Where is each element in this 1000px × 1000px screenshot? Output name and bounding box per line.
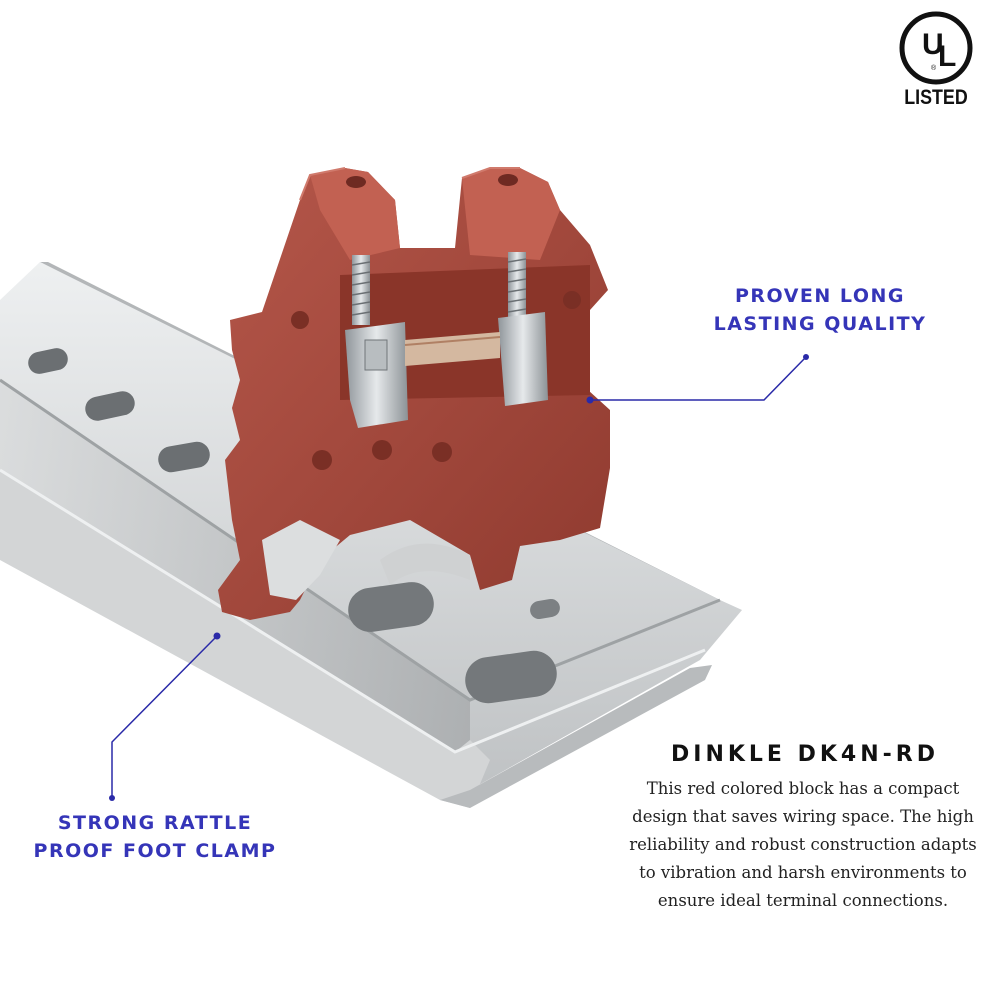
registered-icon: ® <box>931 64 937 72</box>
terminal-block <box>218 167 610 620</box>
leader-line-quality <box>586 354 809 404</box>
foot-clamp-callout: STRONG RATTLE PROOF FOOT CLAMP <box>33 812 277 862</box>
ul-logo: U L ® <box>899 11 973 85</box>
product-name: DINKLE DK4N-RD <box>671 742 939 767</box>
product-description: This red colored block has a compact des… <box>629 779 977 910</box>
leader-line-clamp <box>109 632 221 801</box>
quality-callout: PROVEN LONG LASTING QUALITY <box>713 285 927 335</box>
ul-listed-label: LISTED <box>904 86 968 109</box>
ul-logo-letter-u: U <box>922 28 944 61</box>
ul-logo-letter-l: L <box>938 40 956 73</box>
